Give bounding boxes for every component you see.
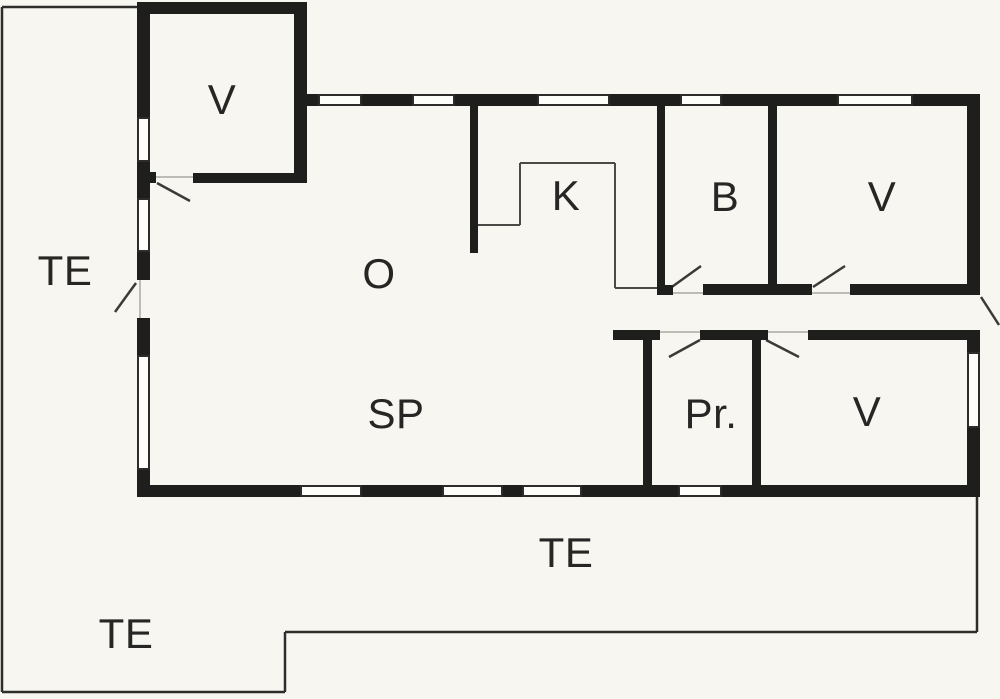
wall-segment: [643, 340, 652, 490]
door-swing-line: [668, 264, 702, 291]
window: [412, 94, 455, 106]
room-label-o-livingroom: O: [362, 250, 396, 297]
wall-segment: [613, 330, 660, 340]
wall-segment: [137, 162, 150, 198]
wall-segment: [150, 172, 156, 183]
door-swing-line: [668, 338, 701, 359]
wall-segment: [665, 285, 673, 295]
door-swing-line: [765, 338, 800, 359]
wall-segment: [768, 106, 777, 295]
wall-segment: [657, 106, 665, 295]
room-label-pr-room: Pr.: [684, 390, 738, 437]
wall-segment: [808, 330, 980, 340]
room-label-k-kitchen: K: [551, 172, 581, 219]
wall-segment: [503, 485, 522, 497]
window: [137, 117, 150, 162]
room-label-te-bottom-left: TE: [98, 610, 154, 657]
wall-segment: [294, 94, 980, 106]
wall-segment: [703, 284, 812, 295]
wall-segment: [294, 2, 307, 183]
wall-segment: [470, 106, 478, 253]
wall-segment: [752, 340, 761, 490]
window: [680, 94, 722, 106]
room-label-v-annex: V: [207, 76, 237, 123]
window: [837, 94, 913, 106]
door-swing-line: [812, 264, 846, 289]
wall-segment: [722, 485, 980, 497]
door-swing-line: [979, 296, 1000, 326]
window: [300, 485, 362, 497]
window: [522, 485, 582, 497]
window: [137, 198, 150, 252]
window: [442, 485, 503, 497]
wall-segment: [137, 2, 307, 14]
room-label-te-left: TE: [37, 247, 93, 294]
wall-segment: [137, 252, 150, 280]
window: [318, 94, 362, 106]
wall-segment: [967, 428, 980, 497]
door-swing-line: [113, 282, 138, 313]
window: [967, 352, 980, 428]
wall-segment: [137, 318, 150, 355]
window: [137, 355, 150, 470]
window: [678, 485, 722, 497]
room-label-b-bathroom: B: [710, 173, 740, 220]
window: [537, 94, 610, 106]
wall-segment: [362, 485, 442, 497]
room-label-v-bottom-right: V: [852, 388, 882, 435]
wall-segment: [193, 173, 307, 183]
wall-segment: [850, 284, 980, 295]
wall-segment: [967, 106, 980, 295]
wall-segment: [582, 485, 678, 497]
room-label-sp-room: SP: [367, 390, 425, 437]
room-label-v-top-right: V: [867, 173, 897, 220]
door-swing-line: [156, 181, 191, 203]
wall-segment: [700, 330, 768, 340]
wall-segment: [137, 485, 300, 497]
room-label-te-bottom: TE: [538, 529, 594, 576]
wall-segment: [137, 2, 150, 117]
